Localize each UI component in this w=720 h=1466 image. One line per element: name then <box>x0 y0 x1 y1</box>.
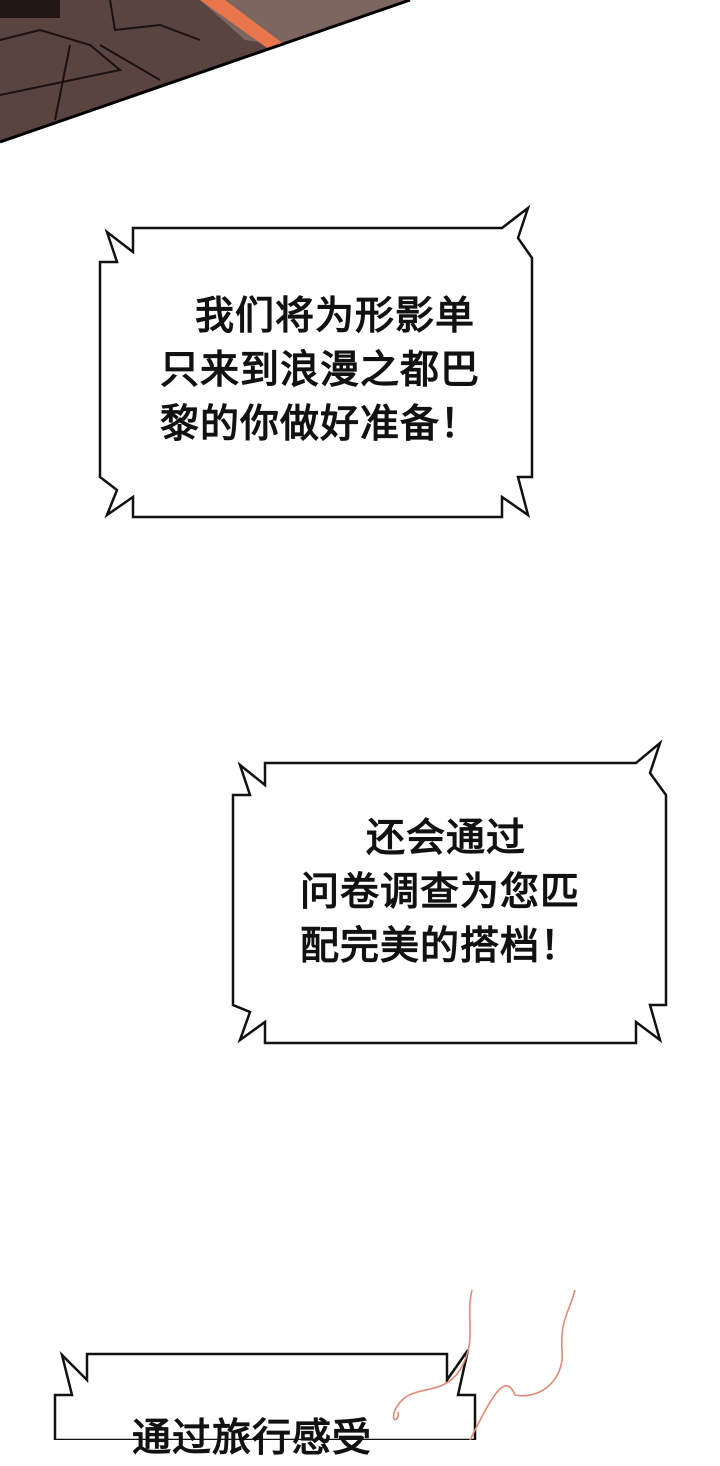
bubble-line: 通过旅行感受 <box>132 1416 373 1461</box>
speech-bubble-3 <box>53 1349 477 1440</box>
bubble-3-text: 通过旅行感受 <box>132 1412 372 1466</box>
bubble-1-text: 我们将为形影单 只来到浪漫之都巴 黎的你做好准备！ <box>160 290 510 452</box>
bubble-2-text: 还会通过 问卷调查为您匹 配完美的搭档！ <box>300 812 610 974</box>
bubble-line: 我们将为形影单 <box>194 294 475 339</box>
bubble-line: 黎的你做好准备！ <box>160 402 481 447</box>
bubble-line: 配完美的搭档！ <box>300 924 581 969</box>
decorative-strokes <box>392 1289 576 1440</box>
top-panel-artwork <box>0 0 411 144</box>
speech-bubble-2 <box>231 739 668 1045</box>
speech-bubble-1 <box>98 204 534 519</box>
bubble-line: 只来到浪漫之都巴 <box>160 348 481 393</box>
bubble-line: 还会通过 <box>366 816 527 861</box>
bubble-line: 问卷调查为您匹 <box>300 870 581 915</box>
